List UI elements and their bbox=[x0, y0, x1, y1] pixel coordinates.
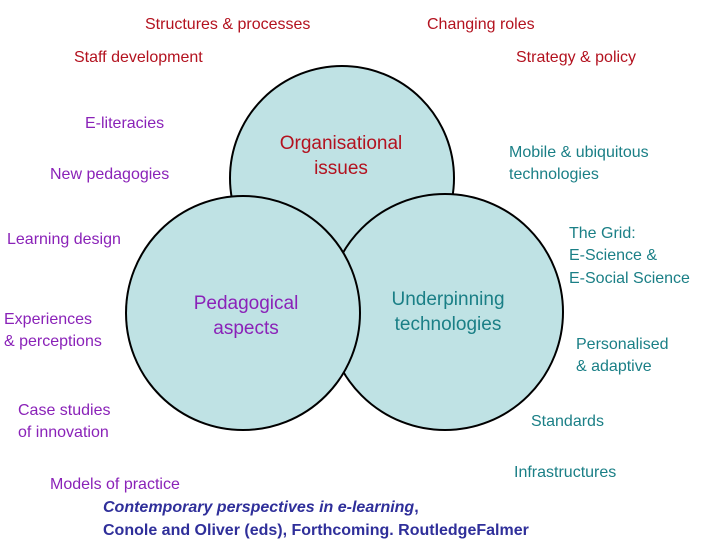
label-changing-roles: Changing roles bbox=[427, 16, 535, 33]
label-personalised-line-1: Personalised bbox=[576, 336, 669, 353]
label-staff-development: Staff development bbox=[74, 49, 203, 66]
label-mobile-line-2: technologies bbox=[509, 166, 599, 184]
organisational-title-line-2: issues bbox=[314, 157, 368, 179]
organisational-title-line-1: Organisational bbox=[279, 133, 403, 154]
label-strategy-policy: Strategy & policy bbox=[516, 49, 637, 66]
label-learning-design: Learning design bbox=[7, 231, 121, 248]
citation-title: Contemporary perspectives in e-learning bbox=[103, 499, 415, 516]
label-new-pedagogies: New pedagogies bbox=[50, 166, 170, 183]
pedagogical-circle bbox=[125, 195, 361, 431]
citation-line-1: Contemporary perspectives in e-learning, bbox=[103, 496, 529, 519]
label-case-studies-line-2: of innovation bbox=[18, 424, 109, 442]
label-personalised-line-2: & adaptive bbox=[576, 358, 652, 376]
technologies-circle-title: Underpinning technologies bbox=[391, 288, 504, 337]
label-the-grid: The Grid: E-Science & E-Social Science bbox=[569, 223, 690, 290]
technologies-title-line-1: Underpinning bbox=[391, 289, 505, 310]
label-mobile-ubiquitous: Mobile & ubiquitous technologies bbox=[509, 142, 649, 187]
label-personalised-adaptive: Personalised & adaptive bbox=[576, 334, 669, 379]
label-experiences-perceptions: Experiences & perceptions bbox=[4, 309, 102, 354]
citation-title-suffix: , bbox=[414, 499, 419, 516]
organisational-circle-title: Organisational issues bbox=[280, 132, 403, 181]
label-experiences-line-2: & perceptions bbox=[4, 333, 102, 351]
citation: Contemporary perspectives in e-learning,… bbox=[103, 496, 529, 542]
label-models-of-practice: Models of practice bbox=[50, 476, 180, 493]
label-grid-line-3: E-Social Science bbox=[569, 269, 690, 287]
label-standards: Standards bbox=[531, 413, 604, 430]
pedagogical-title-line-2: aspects bbox=[213, 317, 279, 339]
label-case-studies-line-1: Case studies bbox=[18, 402, 111, 419]
citation-line-2: Conole and Oliver (eds), Forthcoming. Ro… bbox=[103, 522, 529, 540]
pedagogical-title-line-1: Pedagogical bbox=[193, 293, 299, 314]
pedagogical-circle-title: Pedagogical aspects bbox=[194, 292, 299, 341]
label-case-studies: Case studies of innovation bbox=[18, 400, 111, 445]
label-infrastructures: Infrastructures bbox=[514, 464, 617, 481]
label-mobile-line-1: Mobile & ubiquitous bbox=[509, 144, 649, 161]
label-structures-processes: Structures & processes bbox=[145, 16, 311, 33]
label-e-literacies: E-literacies bbox=[85, 115, 165, 132]
label-experiences-line-1: Experiences bbox=[4, 311, 93, 328]
technologies-title-line-2: technologies bbox=[394, 313, 502, 335]
label-grid-line-2: E-Science & bbox=[569, 247, 658, 265]
label-grid-line-1: The Grid: bbox=[569, 225, 636, 242]
